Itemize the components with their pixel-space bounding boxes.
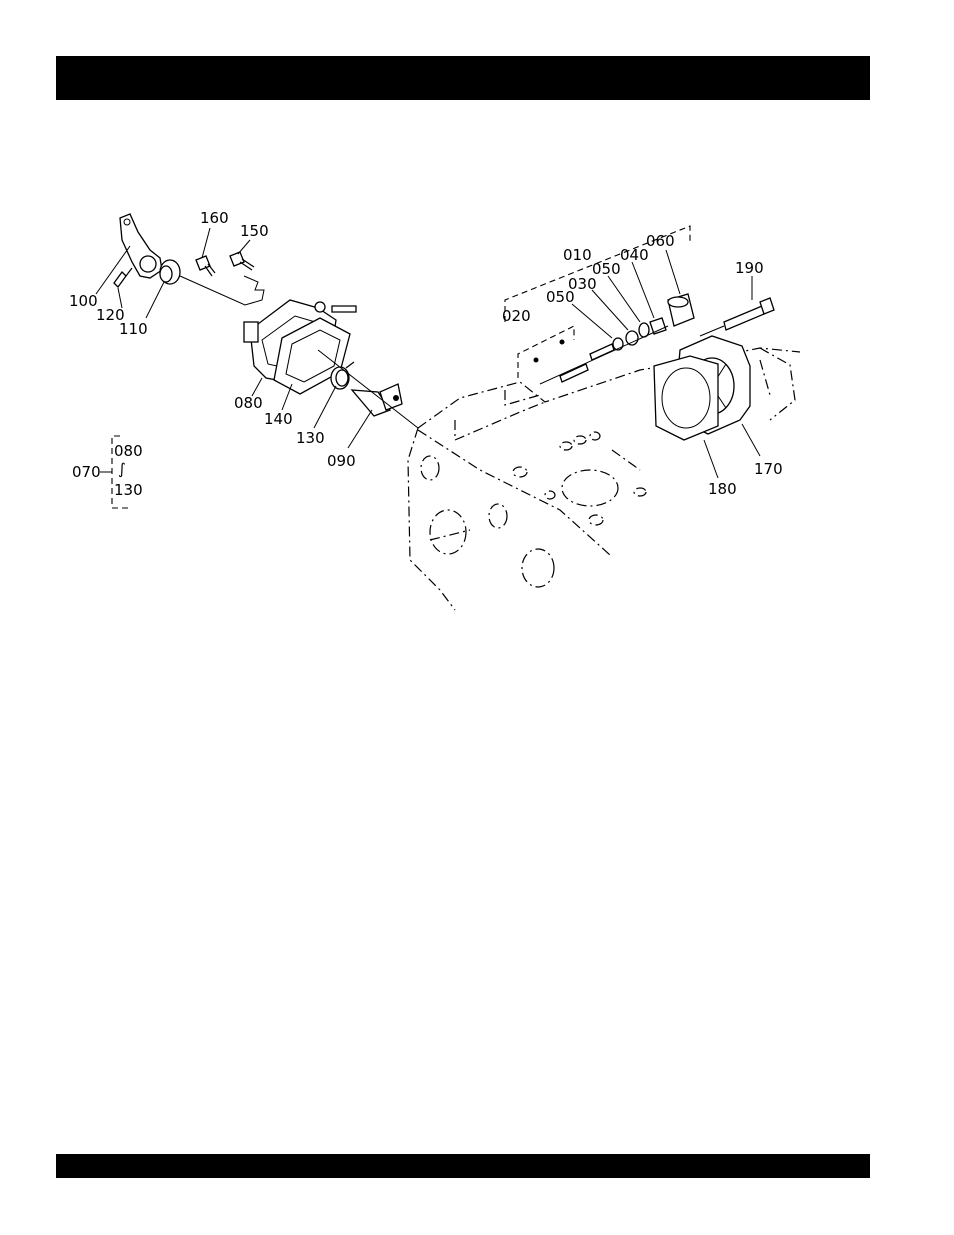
callout-050-b: 050 bbox=[592, 260, 621, 278]
callout-080-range: 080 bbox=[114, 442, 143, 460]
bolt-part-160 bbox=[196, 256, 215, 276]
range-symbol: ∫ bbox=[118, 460, 126, 478]
callout-020: 020 bbox=[502, 307, 531, 325]
callout-070: 070 bbox=[72, 463, 101, 481]
callout-160: 160 bbox=[200, 209, 229, 227]
callout-labels: 010 020 030 040 050 050 060 070 080 080 … bbox=[69, 209, 783, 499]
bolt-part-190 bbox=[700, 298, 774, 336]
nut-part-040 bbox=[650, 318, 666, 334]
bolt-part-150 bbox=[230, 252, 254, 270]
spring-part-020 bbox=[534, 340, 615, 383]
plug-part-030 bbox=[626, 331, 638, 345]
gasket-part-180 bbox=[654, 356, 718, 440]
shaft-part-090 bbox=[352, 384, 402, 416]
callout-080: 080 bbox=[234, 394, 263, 412]
callout-050-a: 050 bbox=[546, 288, 575, 306]
callout-060: 060 bbox=[646, 232, 675, 250]
sleeve-part-060 bbox=[668, 294, 694, 326]
callout-010: 010 bbox=[563, 246, 592, 264]
callout-140: 140 bbox=[264, 410, 293, 428]
lever-part-100 bbox=[120, 214, 162, 278]
bracket-020 bbox=[518, 326, 574, 378]
screw-part bbox=[315, 302, 356, 312]
pin-part-120 bbox=[114, 272, 126, 287]
callout-130: 130 bbox=[296, 429, 325, 447]
assembly-line bbox=[540, 326, 668, 384]
callout-090: 090 bbox=[327, 452, 356, 470]
callout-190: 190 bbox=[735, 259, 764, 277]
callout-120: 120 bbox=[96, 306, 125, 324]
footer-bar bbox=[56, 1154, 870, 1178]
callout-100: 100 bbox=[69, 292, 98, 310]
assembly-line bbox=[180, 276, 264, 305]
callout-180: 180 bbox=[708, 480, 737, 498]
callout-130-range: 130 bbox=[114, 481, 143, 499]
callout-150: 150 bbox=[240, 222, 269, 240]
leader-lines bbox=[96, 228, 760, 478]
bushing-part-110 bbox=[160, 260, 180, 284]
callout-170: 170 bbox=[754, 460, 783, 478]
callout-040: 040 bbox=[620, 246, 649, 264]
